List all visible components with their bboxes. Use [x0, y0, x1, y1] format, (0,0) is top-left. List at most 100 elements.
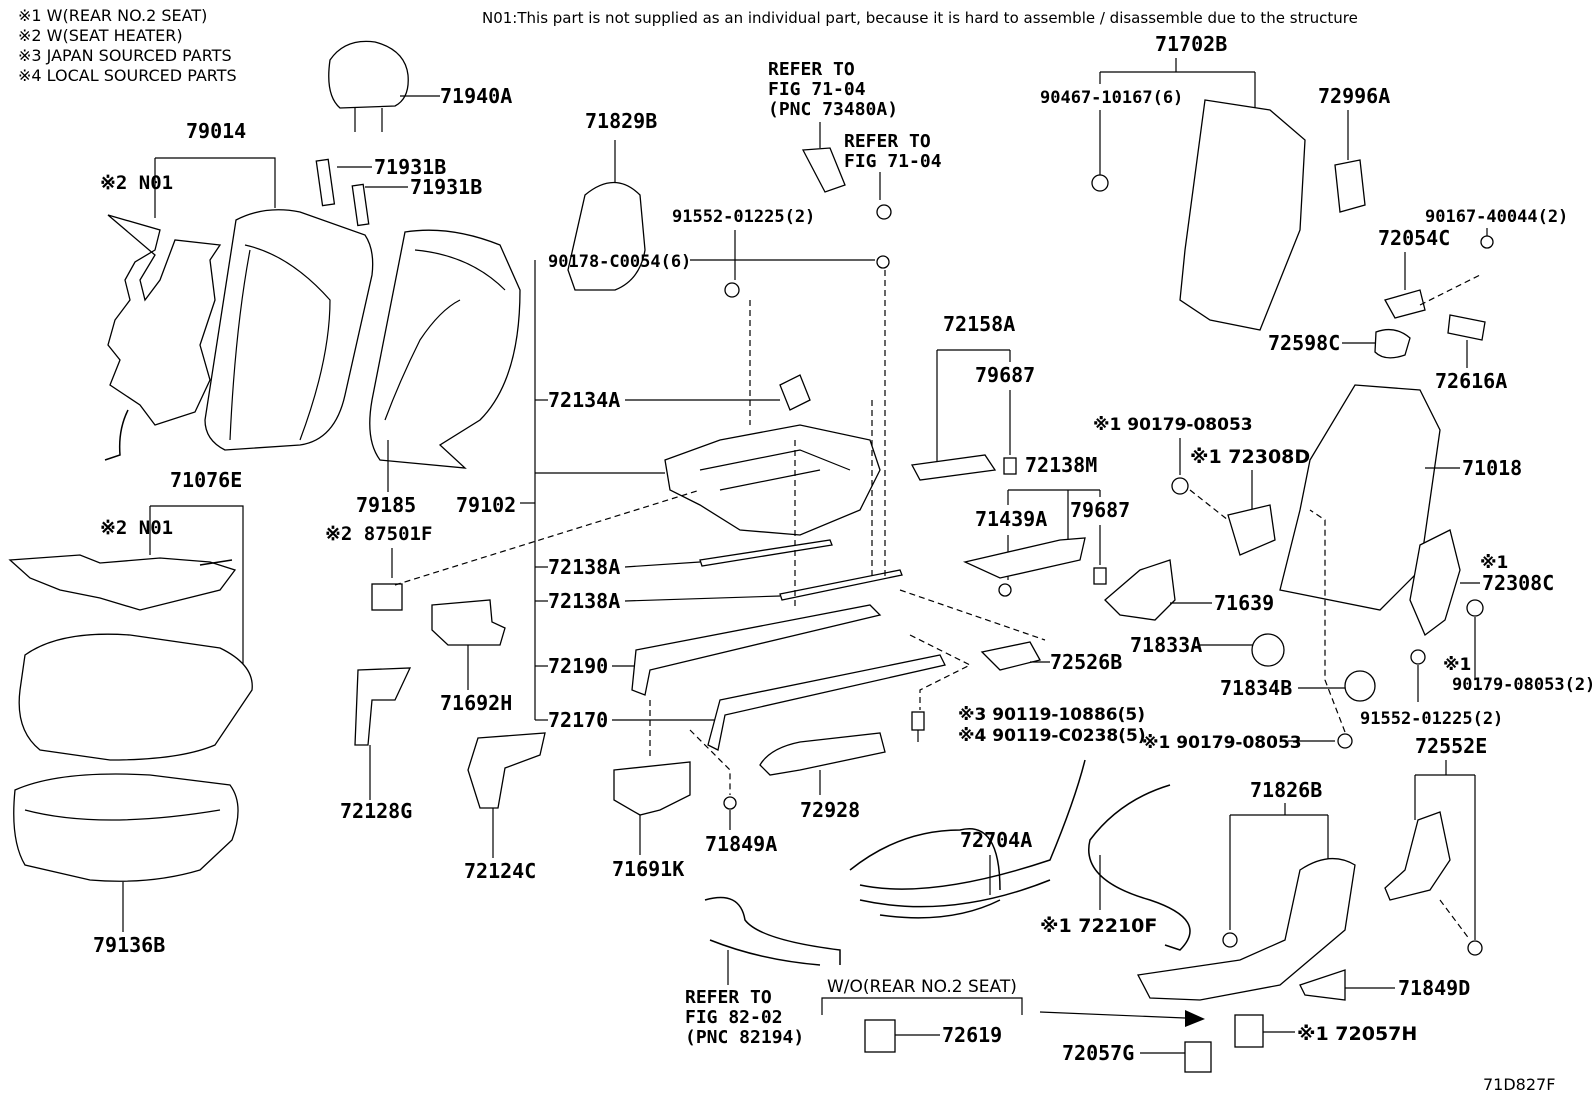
- label-72308C[interactable]: 72308C: [1482, 571, 1554, 595]
- label-79687-a[interactable]: 79687: [975, 363, 1035, 387]
- clip-90467: [1091, 174, 1109, 192]
- label-N01-a[interactable]: ※2 N01: [100, 172, 173, 194]
- label-72138A-1[interactable]: 72138A: [548, 555, 620, 579]
- label-79136B[interactable]: 79136B: [93, 933, 165, 957]
- label-71940A[interactable]: 71940A: [440, 84, 512, 108]
- label-90178[interactable]: 90178-C0054(6): [548, 252, 691, 272]
- label-refer2-b: FIG 71-04: [844, 151, 942, 172]
- label-90179-b-mark: ※1: [1443, 655, 1471, 675]
- label-71639[interactable]: 71639: [1214, 591, 1274, 615]
- bracket-72134A: [779, 374, 811, 411]
- support-71931B: [315, 158, 408, 227]
- knob-71833A: [1251, 633, 1285, 667]
- cover-71849D: [1299, 969, 1346, 1001]
- label-71849D[interactable]: 71849D: [1398, 976, 1470, 1000]
- wire-82194: [704, 896, 841, 966]
- label-90167[interactable]: 90167-40044(2): [1425, 207, 1568, 227]
- shield-71829B: [567, 182, 646, 291]
- strip-72138A-2: [779, 569, 903, 601]
- label-79687-b[interactable]: 79687: [1070, 498, 1130, 522]
- label-71833A[interactable]: 71833A: [1130, 633, 1202, 657]
- lever-72138M: [962, 537, 1086, 579]
- label-71076E[interactable]: 71076E: [170, 468, 242, 492]
- label-71702B[interactable]: 71702B: [1155, 32, 1227, 56]
- label-72124C[interactable]: 72124C: [464, 859, 536, 883]
- label-72158A[interactable]: 72158A: [943, 312, 1015, 336]
- label-refer1[interactable]: REFER TO: [768, 59, 855, 80]
- label-refer3[interactable]: REFER TO: [685, 987, 772, 1008]
- bracket-72552E: [1384, 811, 1451, 901]
- label-71826B[interactable]: 71826B: [1250, 778, 1322, 802]
- label-79185[interactable]: 79185: [356, 493, 416, 517]
- label-72057H[interactable]: ※1 72057H: [1297, 1023, 1417, 1045]
- note-4: ※4 LOCAL SOURCED PARTS: [18, 66, 237, 85]
- label-72619[interactable]: 72619: [942, 1023, 1002, 1047]
- wire-harness-72704A: [849, 759, 1086, 919]
- switch-72057G: [1184, 1041, 1212, 1073]
- bolt-91552-top: [724, 282, 740, 298]
- label-72054C[interactable]: 72054C: [1378, 226, 1450, 250]
- label-90179-b[interactable]: 90179-08053(2): [1452, 675, 1592, 695]
- heater-pad-upper: [104, 214, 222, 461]
- label-72210F[interactable]: ※1 72210F: [1040, 915, 1157, 937]
- label-72704A[interactable]: 72704A: [960, 828, 1032, 852]
- label-72526B[interactable]: 72526B: [1050, 650, 1122, 674]
- label-refer2[interactable]: REFER TO: [844, 131, 931, 152]
- label-N01-b[interactable]: ※2 N01: [100, 517, 173, 539]
- label-79102[interactable]: 79102: [456, 493, 516, 517]
- label-87501F[interactable]: ※2 87501F: [325, 523, 432, 545]
- header-note: N01:This part is not supplied as an indi…: [482, 9, 1358, 27]
- label-71849A[interactable]: 71849A: [705, 832, 777, 856]
- label-72996A[interactable]: 72996A: [1318, 84, 1390, 108]
- legend-notes: ※1 W(REAR NO.2 SEAT) ※2 W(SEAT HEATER) ※…: [18, 6, 237, 85]
- label-72308D[interactable]: ※1 72308D: [1190, 446, 1310, 468]
- rail-72170: [707, 654, 946, 751]
- seatback-pad-79185: [369, 229, 521, 469]
- lever-72158A: [910, 454, 997, 481]
- label-90467[interactable]: 90467-10167(6): [1040, 88, 1183, 108]
- label-71018[interactable]: 71018: [1462, 456, 1522, 480]
- trim-72128G: [354, 667, 412, 746]
- label-71834B[interactable]: 71834B: [1220, 676, 1292, 700]
- label-71692H[interactable]: 71692H: [440, 691, 512, 715]
- label-72134A[interactable]: 72134A: [548, 388, 620, 412]
- handle-72598C: [1374, 328, 1411, 359]
- label-wo-seat: W/O(REAR NO.2 SEAT): [827, 977, 1017, 997]
- label-refer3-b: FIG 82-02: [685, 1007, 783, 1028]
- label-72138M[interactable]: 72138M: [1025, 453, 1097, 477]
- label-71931B-2[interactable]: 71931B: [410, 175, 482, 199]
- label-90179-c[interactable]: ※1 90179-08053: [1142, 733, 1302, 753]
- clip-79687-a: [1003, 457, 1017, 475]
- label-72190[interactable]: 72190: [548, 654, 608, 678]
- label-71691K[interactable]: 71691K: [612, 857, 684, 881]
- recliner-72308C: [1409, 529, 1461, 637]
- label-72128G[interactable]: 72128G: [340, 799, 412, 823]
- label-72616A[interactable]: 72616A: [1435, 369, 1507, 393]
- bolt-90119: [911, 711, 925, 731]
- label-79014[interactable]: 79014: [186, 119, 246, 143]
- label-71829B[interactable]: 71829B: [585, 109, 657, 133]
- figure-id: 71D827F: [1483, 1075, 1555, 1094]
- label-72170[interactable]: 72170: [548, 708, 608, 732]
- label-71439A[interactable]: 71439A: [975, 507, 1047, 531]
- label-90179-a[interactable]: ※1 90179-08053: [1093, 415, 1253, 435]
- clip-72552E: [1467, 940, 1483, 956]
- label-72928[interactable]: 72928: [800, 798, 860, 822]
- back-board-71702B: [1179, 99, 1306, 331]
- label-90119-4[interactable]: ※4 90119-C0238(5): [958, 726, 1146, 746]
- label-72552E[interactable]: 72552E: [1415, 734, 1487, 758]
- label-72598C[interactable]: 72598C: [1268, 331, 1340, 355]
- label-72057G[interactable]: 72057G: [1062, 1041, 1134, 1065]
- label-71931B-1[interactable]: 71931B: [374, 155, 446, 179]
- label-72138A-2[interactable]: 72138A: [548, 589, 620, 613]
- clip-71439A: [998, 583, 1012, 597]
- label-72308C-mark: ※1: [1480, 553, 1508, 573]
- knob-71834B: [1344, 670, 1376, 702]
- rail-72190: [631, 604, 882, 696]
- switch-72619: [864, 1019, 896, 1053]
- nut-90179-c: [1337, 733, 1353, 749]
- bolt-ref2: [876, 204, 892, 220]
- label-91552-top[interactable]: 91552-01225(2): [672, 207, 815, 227]
- label-90119-3[interactable]: ※3 90119-10886(5): [958, 705, 1145, 725]
- label-91552-bot[interactable]: 91552-01225(2): [1360, 709, 1503, 729]
